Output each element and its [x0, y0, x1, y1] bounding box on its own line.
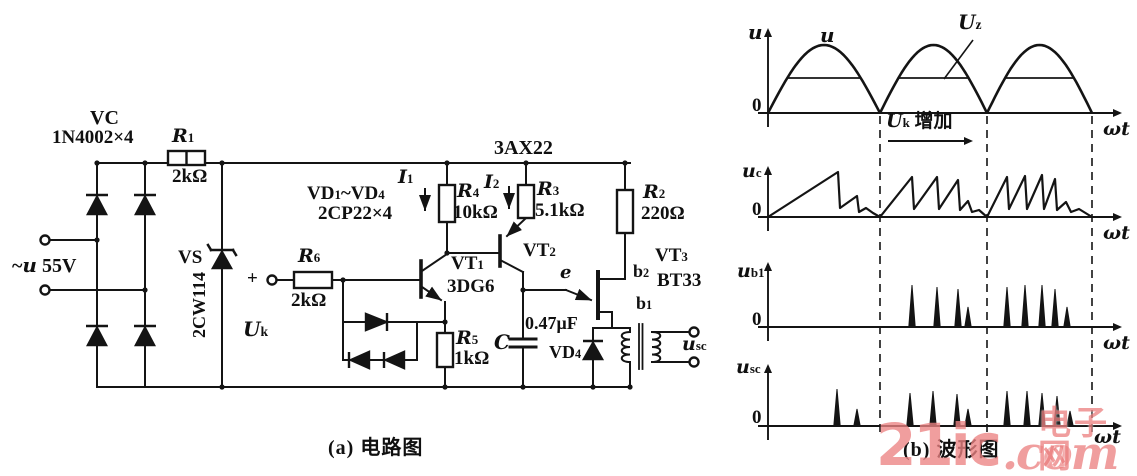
capacitor-c — [508, 337, 538, 349]
label-wt-3: ωt — [1103, 332, 1130, 354]
resistor-r4 — [437, 183, 457, 224]
label-c: C — [494, 330, 510, 354]
label-r2: R2 — [643, 181, 666, 203]
label-u-wave: u — [820, 23, 835, 47]
waveform-diagram — [758, 28, 1122, 440]
label-usc-output: usc — [682, 333, 707, 355]
label-r3: R3 — [537, 178, 560, 200]
label-vc-part: 1N4002×4 — [52, 127, 134, 148]
label-vt3-part: BT33 — [657, 270, 702, 291]
resistor-r1 — [166, 149, 207, 167]
label-u-axis: u — [748, 20, 763, 44]
label-b2: b2 — [633, 261, 650, 281]
label-wt-4: ωt — [1094, 426, 1121, 448]
loop-diode-top — [364, 312, 390, 332]
label-uk: Uk — [243, 317, 269, 341]
diodes — [86, 193, 605, 370]
label-ub1-axis: ub1 — [737, 260, 765, 282]
label-wt-2: ωt — [1103, 222, 1130, 244]
label-r5-value: 1kΩ — [454, 348, 490, 369]
ac-terminal — [39, 234, 51, 246]
pulse-transformer — [620, 323, 690, 388]
label-zero-3: 0 — [752, 309, 762, 330]
label-b1: b1 — [636, 293, 653, 313]
label-usc-axis: usc — [736, 356, 761, 378]
resistor-r5 — [435, 331, 455, 369]
resistor-r2 — [615, 188, 635, 235]
label-r5: R5 — [456, 327, 479, 349]
zener-triangle — [210, 249, 234, 270]
label-r2-value: 220Ω — [641, 203, 685, 224]
label-e: e — [560, 262, 572, 283]
label-vt3: VT3 — [655, 245, 688, 266]
resistors — [166, 149, 635, 369]
label-zero-4: 0 — [752, 407, 762, 428]
junction-dots — [94, 160, 633, 390]
terminals — [39, 234, 700, 368]
label-plus: + — [247, 268, 258, 289]
label-wt-1: ωt — [1103, 118, 1130, 140]
resistor-r6 — [292, 270, 334, 290]
watermark-brand: 21ic — [876, 411, 1002, 476]
label-r6-value: 2kΩ — [291, 290, 327, 311]
ac-terminal — [39, 284, 51, 296]
bridge-diode — [86, 193, 108, 216]
label-r1-value: 2kΩ — [172, 166, 208, 187]
label-c-value: 0.47μF — [525, 313, 578, 333]
label-uz: Uz — [958, 10, 982, 34]
label-vt1-part: 3DG6 — [447, 276, 495, 297]
label-vd-part: 2CP22×4 — [318, 203, 393, 224]
transistor-vt1 — [419, 162, 501, 388]
watermark-site: 电子网 — [1038, 403, 1110, 475]
label-vc: VC — [90, 107, 119, 129]
label-vs: VS — [178, 247, 203, 268]
label-3ax22: 3AX22 — [494, 137, 553, 159]
uk-terminal — [266, 274, 278, 286]
output-terminal — [688, 326, 700, 338]
label-vd4: VD4 — [549, 342, 582, 362]
label-vt1: VT1 — [451, 253, 484, 274]
label-i2: I2 — [484, 171, 500, 193]
loop-diode-bottom-1 — [347, 350, 371, 370]
caption-circuit: (a) 电路图 — [328, 437, 424, 459]
label-r4-value: 10kΩ — [453, 202, 498, 223]
loop-diode-bottom-2 — [382, 350, 406, 370]
label-ac-input: ~u 55V — [12, 253, 77, 277]
emitter-wire — [522, 288, 593, 302]
label-vt2: VT2 — [523, 240, 556, 261]
label-vd-group: VD1~VD4 — [307, 183, 385, 204]
label-vs-part: 2CW114 — [189, 271, 210, 339]
label-zero-2: 0 — [752, 199, 762, 220]
circuit-diagram — [39, 149, 700, 390]
label-uk-increase: Uk 增加 — [886, 110, 953, 132]
watermark-tld: .com — [1002, 426, 1119, 476]
bridge-diode — [134, 193, 156, 216]
bridge-diode — [134, 324, 156, 347]
resistor-r3 — [516, 183, 536, 220]
label-r6: R6 — [298, 245, 321, 267]
transistor-vt2 — [498, 162, 528, 340]
label-i1: I1 — [398, 166, 414, 188]
label-r3-value: 5.1kΩ — [535, 200, 585, 221]
diode-vd4 — [581, 339, 605, 361]
output-terminal — [688, 356, 700, 368]
label-uc-axis: uc — [742, 160, 762, 182]
label-r1: R1 — [172, 125, 195, 147]
caption-waveforms: (b) 波形图 — [903, 439, 1000, 461]
bridge-diode — [86, 324, 108, 347]
label-r4: R4 — [457, 180, 480, 202]
label-zero-1: 0 — [752, 95, 762, 116]
